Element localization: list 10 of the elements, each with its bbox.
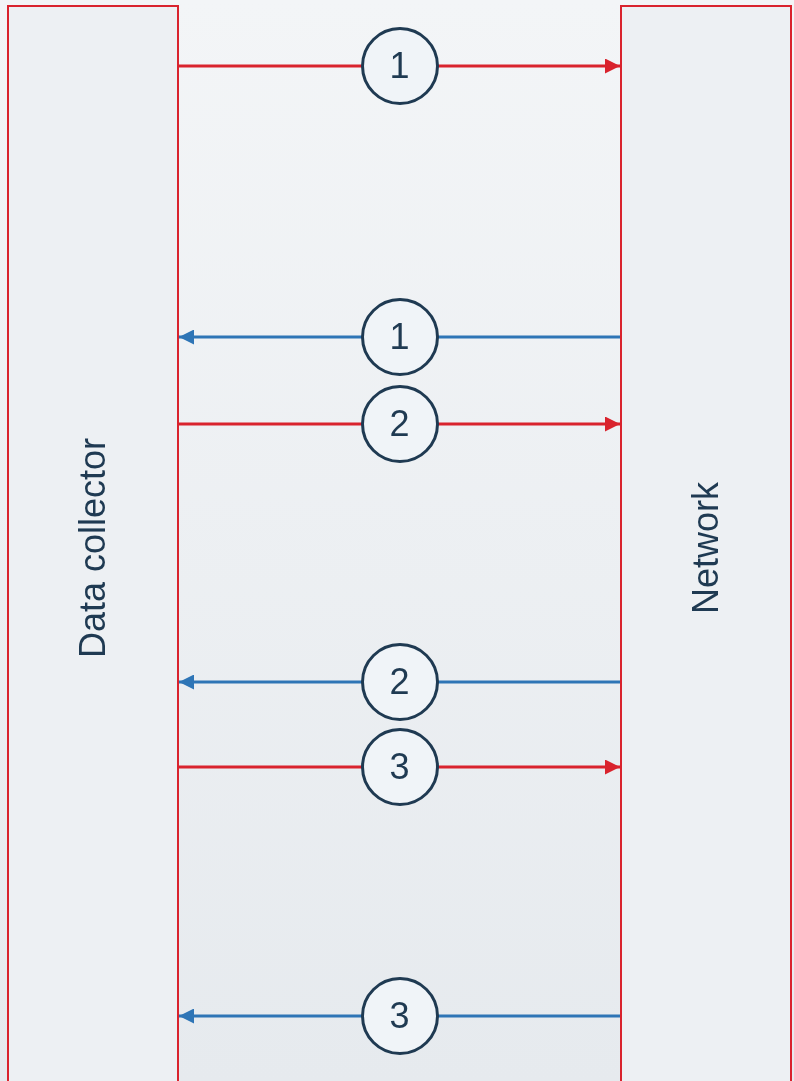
edge-label: 1	[360, 298, 439, 376]
lane-box	[620, 5, 792, 1081]
lane-title: Network	[685, 481, 727, 614]
edge-label: 3	[360, 728, 439, 806]
lane-title: Data collector	[72, 437, 114, 658]
edge-label: 1	[360, 27, 439, 105]
edge-label: 2	[360, 385, 439, 463]
edge-label: 2	[360, 643, 439, 721]
edge-label: 3	[360, 977, 439, 1055]
lane-box	[7, 5, 179, 1081]
